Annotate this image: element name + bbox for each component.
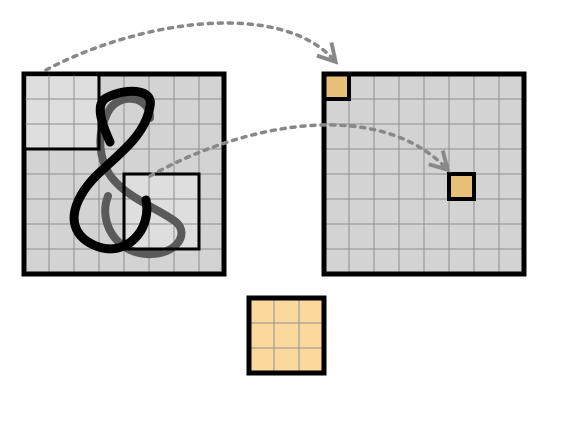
receptive-field [22,72,101,151]
receptive-field-fill [26,76,97,147]
grid-border [21,71,227,277]
dotted-curved-arrow-icon [44,21,339,72]
grid-border [246,295,327,376]
highlighted-cell-border [447,172,476,201]
grid-border [321,71,527,277]
highlighted-cell [449,174,474,199]
receptive-fields [22,72,201,251]
output-feature-map [321,71,527,277]
receptive-field [122,172,201,251]
convolution-kernel [246,295,327,376]
grid-background [249,298,324,373]
dotted-curved-arrow-icon [148,123,451,178]
highlighted-cell [324,74,349,99]
handwritten-digit-8-icon [69,86,186,259]
